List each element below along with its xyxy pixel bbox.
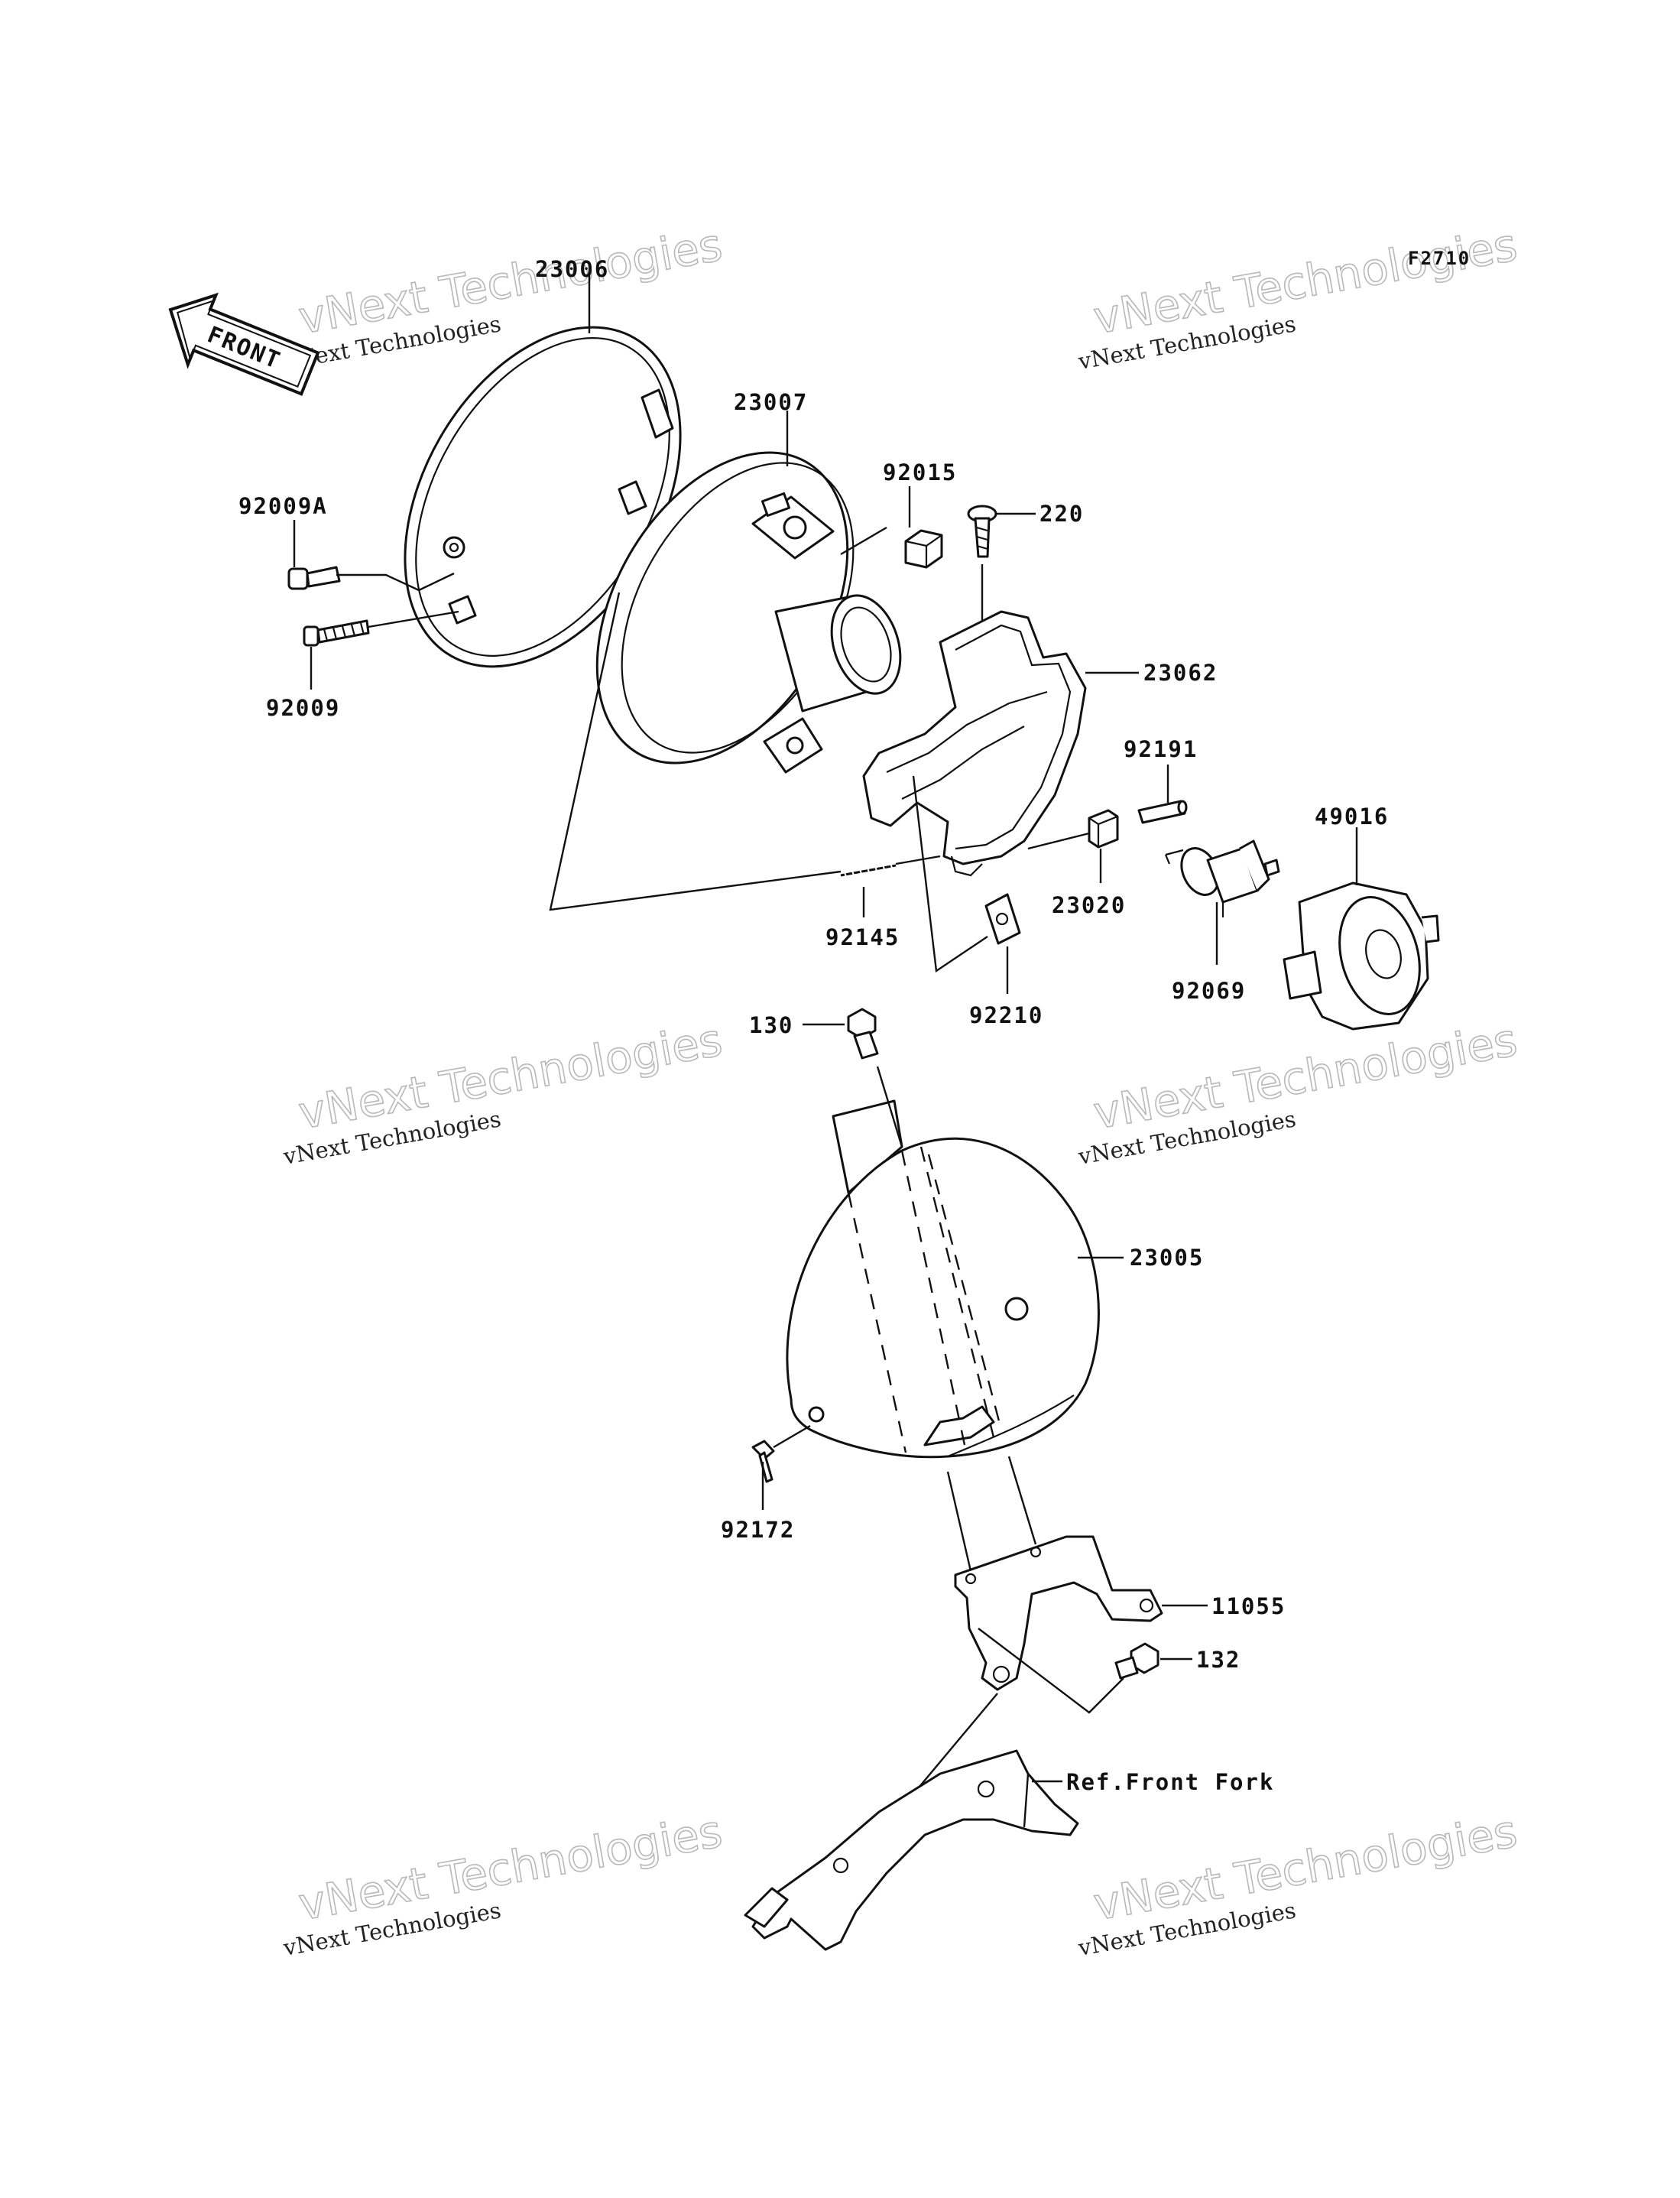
part-label-11055: 11055 (1211, 1593, 1286, 1619)
part-label-92009A: 92009A (238, 493, 328, 519)
headlight-unit (595, 451, 902, 774)
leader-92145-right (895, 855, 941, 865)
nut-92015-icon (904, 529, 943, 569)
part-label-220: 220 (1039, 501, 1084, 527)
screw-92009-icon (303, 619, 370, 647)
part-label-23006: 23006 (535, 256, 609, 282)
headlight-bracket (862, 610, 1087, 877)
headlight-rim (404, 326, 682, 668)
bolt-132-icon (1114, 1642, 1159, 1680)
part-label-92069: 92069 (1172, 978, 1246, 1004)
part-label-132: 132 (1196, 1647, 1241, 1673)
watermark-text: vNext Technologies (1090, 219, 1521, 344)
bulb-92069-icon (1164, 839, 1280, 917)
screw-92172-icon (751, 1440, 775, 1483)
part-label-ref-front-fork: Ref.Front Fork (1066, 1769, 1274, 1795)
leader-23020-left (1027, 832, 1090, 850)
cube-23020-icon (1088, 809, 1119, 849)
part-label-92145: 92145 (825, 924, 900, 950)
part-label-92210: 92210 (969, 1002, 1043, 1028)
watermark-mid-right: vNext Technologies vNext Technologies (1075, 1013, 1521, 1170)
diagram-code: F2710 (1408, 248, 1471, 269)
part-label-130: 130 (749, 1012, 793, 1038)
part-label-23020: 23020 (1052, 892, 1126, 918)
bolt-130-axis (876, 1066, 903, 1148)
watermark-bottom-right: vNext Technologies vNext Technologies (1075, 1804, 1521, 1961)
watermark-top-right: vNext Technologies vNext Technologies (1075, 218, 1521, 375)
watermark-text: vNext Technologies (1090, 1014, 1521, 1139)
spring-92145-icon (840, 860, 897, 880)
part-label-92172: 92172 (721, 1517, 795, 1543)
part-label-49016: 49016 (1315, 804, 1389, 830)
bolt-130-icon (847, 1008, 879, 1060)
leader-92210-bracket (912, 775, 988, 973)
plate-92210-icon (984, 893, 1021, 945)
part-label-23007: 23007 (734, 389, 808, 415)
leader-92009-right (368, 610, 459, 628)
mount-bracket-11055 (954, 1535, 1163, 1691)
watermark-text: vNext Technologies (295, 1805, 726, 1930)
part-label-92009: 92009 (266, 695, 340, 721)
part-label-92191: 92191 (1124, 736, 1198, 762)
watermark-top-left: vNext Technologies vNext Technologies (281, 218, 726, 375)
part-label-23005: 23005 (1130, 1245, 1204, 1271)
headlight-housing (786, 1137, 1100, 1459)
watermark-text: vNext Technologies (295, 1014, 726, 1139)
watermark-bottom-left: vNext Technologies vNext Technologies (281, 1804, 726, 1961)
leader-92015 (840, 526, 887, 556)
leader-92172-right (773, 1424, 811, 1449)
watermark-mid-left: vNext Technologies vNext Technologies (281, 1013, 726, 1170)
bracket-axis-left (946, 1471, 972, 1572)
part-label-92015: 92015 (883, 459, 957, 485)
screw-92009A-icon (287, 566, 341, 590)
watermark-text: vNext Technologies (1090, 1805, 1521, 1930)
watermark-text: vNext Technologies (295, 219, 726, 344)
bracket-axis-right (1007, 1456, 1037, 1545)
leader-92009A (336, 572, 455, 592)
front-fork-bracket (744, 1749, 1079, 1951)
part-label-23062: 23062 (1143, 660, 1218, 686)
leader-spring-to-rim (549, 592, 842, 911)
boot-49016-icon (1283, 881, 1440, 1031)
screw-220-icon (967, 505, 997, 558)
pin-92191-icon (1137, 800, 1188, 824)
leader-132-bracket (978, 1628, 1124, 1714)
